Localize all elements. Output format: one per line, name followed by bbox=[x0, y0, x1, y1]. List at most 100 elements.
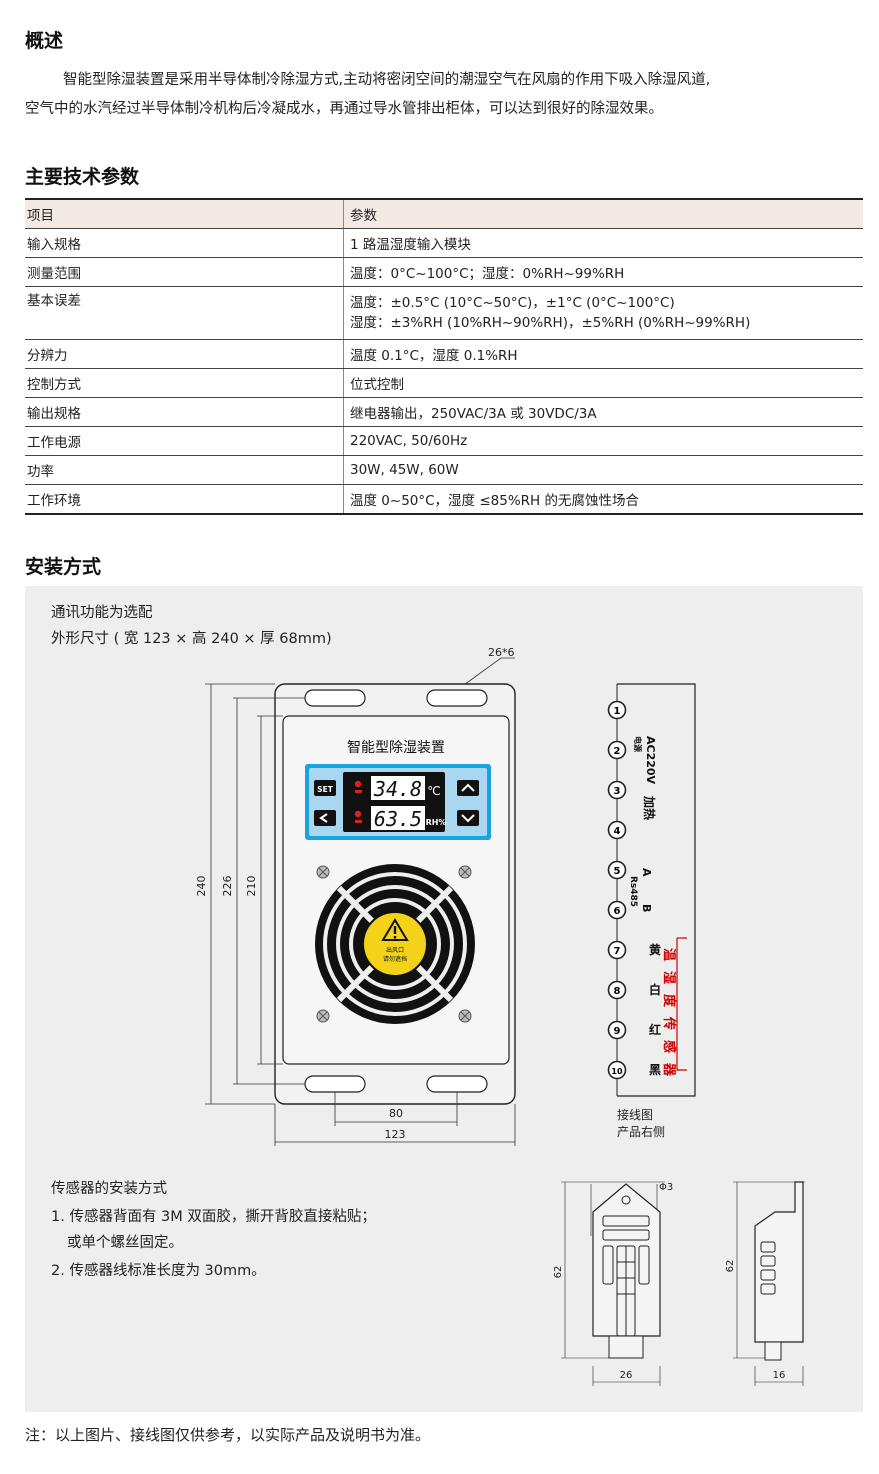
screw-icon bbox=[458, 1009, 472, 1023]
sensor-dim-width-side: 16 bbox=[773, 1370, 786, 1381]
dim-width-total: 123 bbox=[385, 1128, 406, 1141]
sensor-install-item-2: 2. 传感器线标准长度为 30mm。 bbox=[51, 1263, 266, 1279]
hum-indicator-led bbox=[354, 810, 362, 818]
table-row: 输出规格继电器输出，250VAC/3A 或 30VDC/3A bbox=[25, 397, 863, 427]
screw-icon bbox=[458, 865, 472, 879]
terminal-label: 4 bbox=[614, 826, 621, 837]
bottom-slot-left bbox=[304, 1075, 366, 1093]
spec-value: 1 路温湿度输入模块 bbox=[343, 228, 863, 258]
table-row: 测量范围温度：0°C~100°C；湿度：0%RH~99%RH bbox=[25, 257, 863, 287]
terminal-2 bbox=[607, 740, 627, 760]
spec-header-item: 项目 bbox=[25, 198, 344, 229]
spec-header-row: 项目 参数 bbox=[25, 198, 863, 229]
sensor-side-view bbox=[733, 1181, 805, 1386]
terminal-1 bbox=[607, 700, 627, 720]
top-slot-left bbox=[304, 689, 366, 707]
table-row: 工作环境温度 0~50°C，湿度 ≤85%RH 的无腐蚀性场合 bbox=[25, 484, 863, 515]
table-row: 基本误差温度：±0.5°C (10°C~50°C)，±1°C (0°C~100°… bbox=[25, 286, 863, 340]
terminal-label: 8 bbox=[614, 986, 621, 997]
wiring-caption-2: 产品右侧 bbox=[617, 1124, 665, 1139]
warning-icon bbox=[381, 918, 409, 941]
install-title: 安装方式 bbox=[25, 556, 102, 578]
spec-item: 控制方式 bbox=[25, 368, 344, 398]
spec-value: 220VAC, 50/60Hz bbox=[343, 426, 863, 456]
sensor-dim-hole: Φ3 bbox=[659, 1182, 673, 1193]
comm-note: 通讯功能为选配 bbox=[51, 605, 153, 621]
terminal-5 bbox=[607, 860, 627, 880]
up-arrow-icon bbox=[461, 783, 475, 792]
terminal-4 bbox=[607, 820, 627, 840]
spec-item: 功率 bbox=[25, 455, 344, 485]
sensor-front-view bbox=[561, 1181, 665, 1386]
spec-item: 测量范围 bbox=[25, 257, 344, 287]
overview-line-2: 空气中的水汽经过半导体制冷机构后冷凝成水，再通过导水管排出柜体，可以达到很好的除… bbox=[25, 101, 663, 117]
spec-value-line-2: 湿度：±3%RH (10%RH~90%RH)，±5%RH (0%RH~99%RH… bbox=[350, 315, 751, 331]
spec-value: 继电器输出，250VAC/3A 或 30VDC/3A bbox=[343, 397, 863, 427]
overview-paragraph: 智能型除湿装置是采用半导体制冷除湿方式,主动将密闭空间的潮湿空气在风扇的作用下吸… bbox=[25, 66, 865, 124]
spec-value: 位式控制 bbox=[343, 368, 863, 398]
overview-line-1: 智能型除湿装置是采用半导体制冷除湿方式,主动将密闭空间的潮湿空气在风扇的作用下吸… bbox=[63, 72, 711, 88]
table-row: 控制方式位式控制 bbox=[25, 368, 863, 398]
wiring-heater: 加热 bbox=[642, 795, 657, 820]
install-panel: 通讯功能为选配 外形尺寸 ( 宽 123 × 高 240 × 厚 68mm) 2… bbox=[25, 586, 863, 1412]
spec-item: 输入规格 bbox=[25, 228, 344, 258]
sensor-install-title: 传感器的安装方式 bbox=[51, 1181, 167, 1197]
table-row: 分辨力温度 0.1°C，湿度 0.1%RH bbox=[25, 339, 863, 369]
terminal-label: 1 bbox=[614, 706, 621, 717]
down-button[interactable] bbox=[457, 810, 479, 826]
overview-title: 概述 bbox=[25, 30, 64, 52]
terminal-7 bbox=[607, 940, 627, 960]
sensor-install-item-1b: 或单个螺丝固定。 bbox=[67, 1235, 183, 1251]
left-arrow-icon bbox=[319, 813, 328, 823]
top-slot-right bbox=[426, 689, 488, 707]
terminal-9 bbox=[607, 1020, 627, 1040]
spec-item: 输出规格 bbox=[25, 397, 344, 427]
terminal-label: 2 bbox=[614, 746, 621, 757]
up-button[interactable] bbox=[457, 780, 479, 796]
sensor-install-item-1: 1. 传感器背面有 3M 双面胶，撕开背胶直接粘贴； bbox=[51, 1209, 376, 1225]
terminal-label: 7 bbox=[614, 946, 621, 957]
dim-height-inner: 210 bbox=[245, 876, 258, 897]
terminal-label: 5 bbox=[614, 866, 621, 877]
wiring-sensor-label: 温湿度传感器 bbox=[661, 948, 677, 1086]
terminal-label: 9 bbox=[614, 1026, 621, 1037]
sensor-dim-height-front: 62 bbox=[553, 1266, 564, 1279]
wiring-power-main: AC220V bbox=[644, 736, 657, 785]
wire-color-black: 黑 bbox=[649, 1063, 661, 1077]
spec-value: 温度：±0.5°C (10°C~50°C)，±1°C (0°C~100°C) 湿度… bbox=[343, 286, 863, 340]
specs-title: 主要技术参数 bbox=[25, 166, 140, 188]
terminal-10 bbox=[607, 1060, 627, 1080]
wiring-caption-1: 接线图 bbox=[617, 1107, 653, 1122]
set-button-label: SET bbox=[317, 785, 334, 794]
device-name: 智能型除湿装置 bbox=[347, 740, 445, 756]
set-button[interactable] bbox=[314, 780, 336, 796]
dim-height-mid: 226 bbox=[221, 876, 234, 897]
terminal-label: 3 bbox=[614, 786, 621, 797]
screw-icon bbox=[316, 865, 330, 879]
warning-label-1: 出风口 bbox=[386, 946, 404, 954]
terminal-label: 6 bbox=[614, 906, 621, 917]
dim-height-total: 240 bbox=[195, 876, 208, 897]
size-note: 外形尺寸 ( 宽 123 × 高 240 × 厚 68mm) bbox=[51, 631, 332, 647]
left-button[interactable] bbox=[314, 810, 336, 826]
screw-icon bbox=[316, 1009, 330, 1023]
wire-color-red: 红 bbox=[649, 1022, 661, 1037]
spec-header-value: 参数 bbox=[343, 198, 863, 229]
spec-item: 工作电源 bbox=[25, 426, 344, 456]
spec-value-line-1: 温度：±0.5°C (10°C~50°C)，±1°C (0°C~100°C) bbox=[350, 295, 675, 311]
spec-value: 30W, 45W, 60W bbox=[343, 455, 863, 485]
hum-unit: RH% bbox=[426, 818, 447, 827]
wiring-rs485: Rs485 bbox=[628, 876, 638, 907]
spec-item: 分辨力 bbox=[25, 339, 344, 369]
spec-value: 温度 0~50°C，湿度 ≤85%RH 的无腐蚀性场合 bbox=[343, 484, 863, 515]
spec-value: 温度 0.1°C，湿度 0.1%RH bbox=[343, 339, 863, 369]
terminal-6 bbox=[607, 900, 627, 920]
sensor-dim-height-side: 62 bbox=[725, 1260, 736, 1273]
warning-label-2: 请勿遮挡 bbox=[383, 955, 407, 963]
bottom-slot-right bbox=[426, 1075, 488, 1093]
wiring-rs485-b: B bbox=[640, 904, 653, 912]
spec-value: 温度：0°C~100°C；湿度：0%RH~99%RH bbox=[343, 257, 863, 287]
